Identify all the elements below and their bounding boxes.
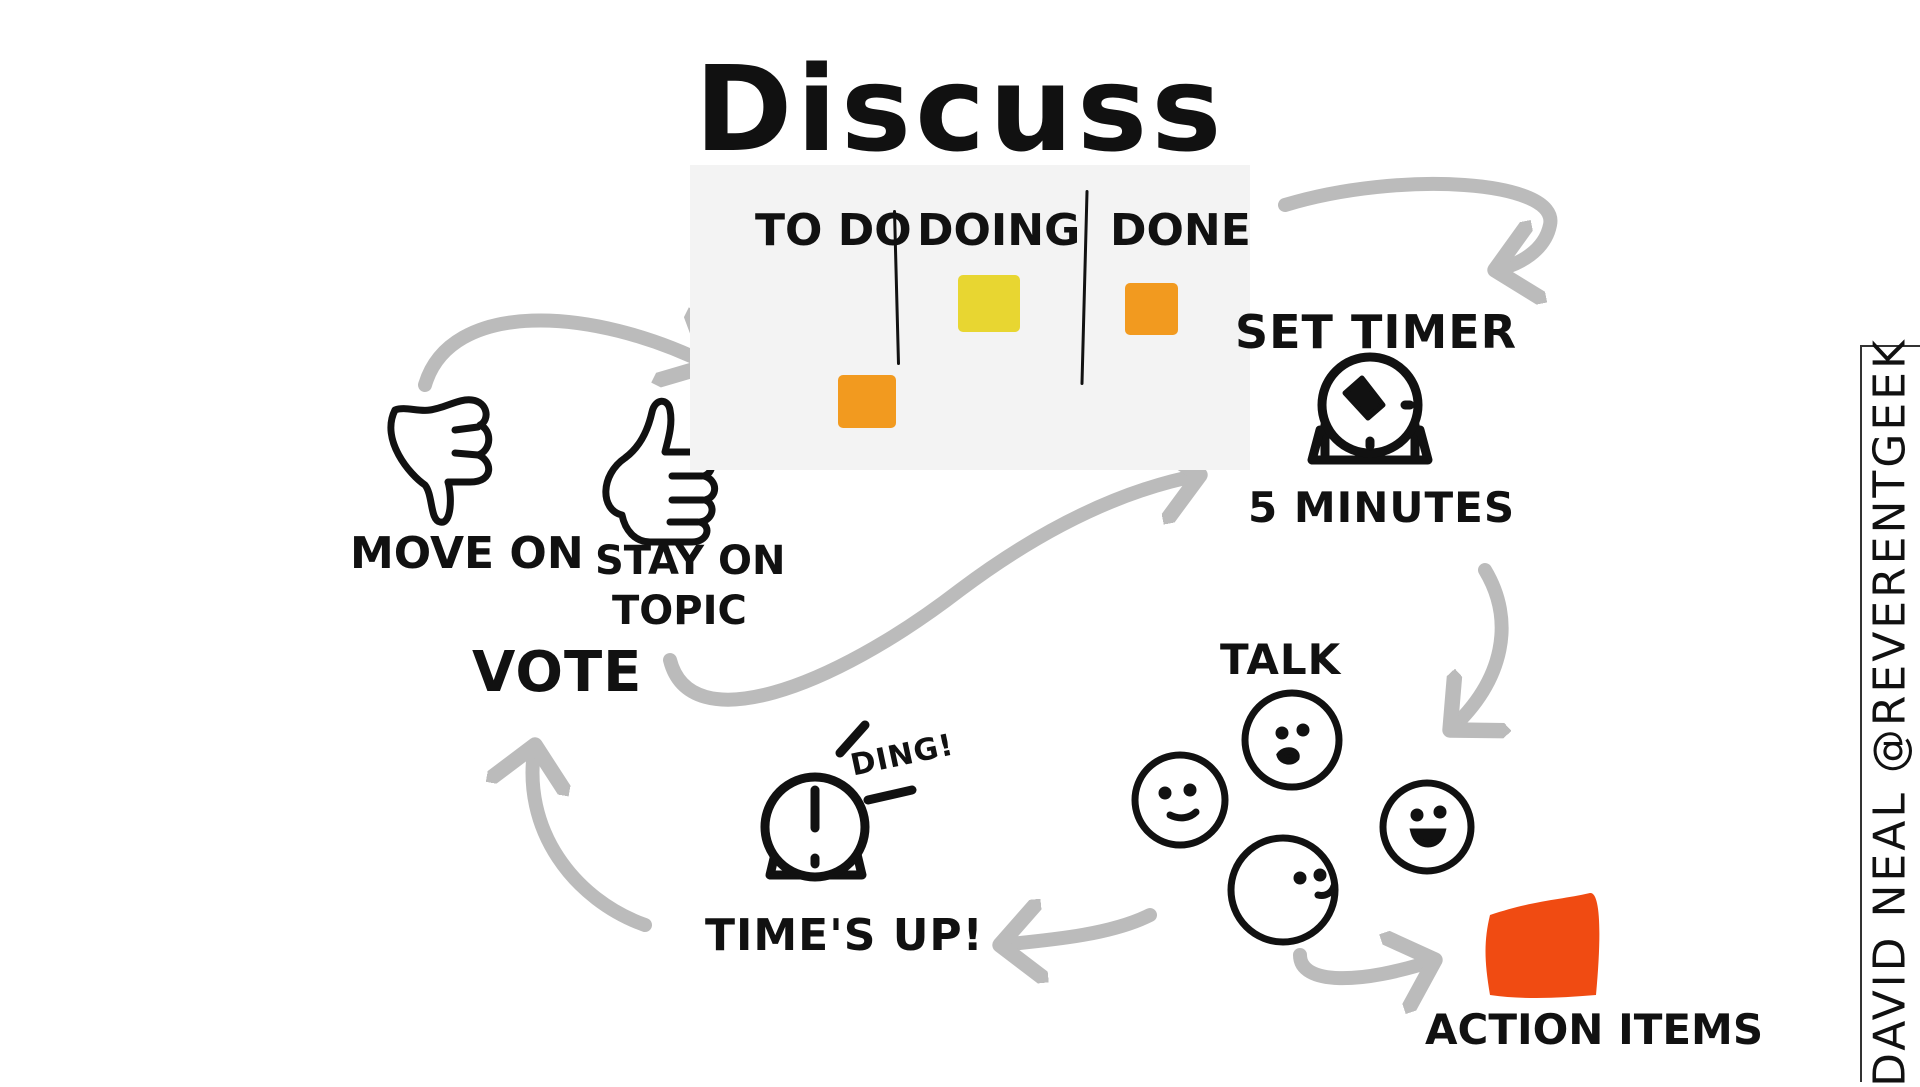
move-on-label: Move On: [350, 528, 584, 579]
stay-on-topic-label: Topic: [612, 588, 747, 634]
arrow-vote-to-board: [418, 320, 710, 392]
arrow-talk-to-timesup: [1000, 915, 1157, 945]
timer-icon: [1307, 352, 1433, 465]
action-item-note: [1485, 892, 1600, 999]
credit-border: [1860, 345, 1920, 1082]
board-column-done: Done: [1110, 205, 1251, 256]
arrow-timer-to-talk: [1450, 563, 1502, 730]
arrow-vote-to-timer: [663, 475, 1200, 707]
timer-icon: [760, 720, 917, 882]
todo-note: [838, 375, 896, 428]
board-column-todo: To Do: [755, 205, 912, 256]
board-column-doing: Doing: [917, 205, 1081, 256]
talk-label: Talk: [1220, 635, 1342, 684]
arrow-board-to-timer: [1278, 176, 1558, 270]
stay-on-topic-label: Stay on: [595, 538, 786, 584]
duration-label: 5 Minutes: [1248, 483, 1516, 532]
vote-label: Vote: [472, 640, 643, 705]
face-icon: [1131, 751, 1229, 849]
author-credit: David Neal @ReverentGeek: [1864, 337, 1916, 1087]
arrow-talk-to-action: [1293, 955, 1435, 978]
thumbs-down-icon: [387, 396, 493, 526]
face-icon: [1241, 689, 1343, 791]
face-icon: [1227, 834, 1339, 946]
done-note: [1125, 283, 1178, 335]
arrow-timesup-to-vote: [533, 745, 652, 932]
action-items-label: Action Items: [1425, 1005, 1764, 1054]
doing-note: [958, 275, 1020, 332]
page-title: Discuss: [694, 40, 1226, 178]
face-icon: [1379, 779, 1475, 875]
times-up-label: Time's Up!: [705, 910, 984, 961]
set-timer-label: Set Timer: [1235, 305, 1518, 359]
